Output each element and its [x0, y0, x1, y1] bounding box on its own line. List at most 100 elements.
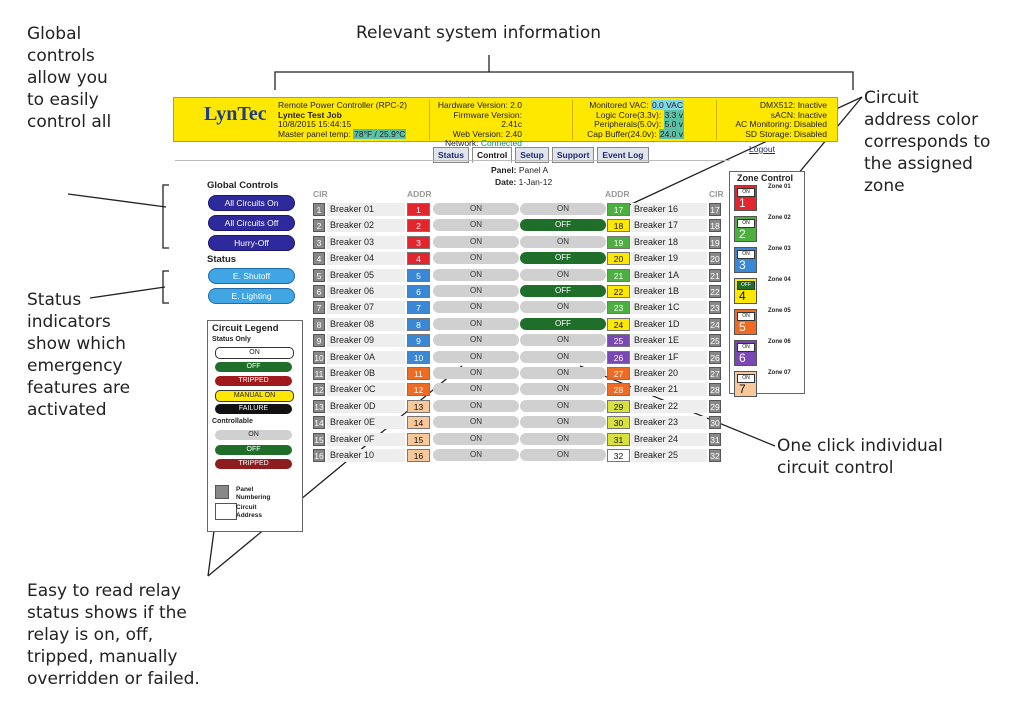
relay-toggle-right[interactable]: ON	[520, 301, 606, 314]
relay-toggle-right[interactable]: ON	[520, 416, 606, 429]
breaker-name-left: Breaker 05	[327, 268, 405, 282]
zone-state-badge: ON	[737, 343, 755, 352]
zone-state-badge: ON	[737, 219, 755, 228]
cir-number-right: 21	[709, 268, 721, 282]
relay-toggle-right[interactable]: ON	[520, 203, 606, 215]
breaker-name-right: Breaker 22	[631, 399, 707, 413]
header-addr-left: ADDR	[407, 189, 432, 199]
cir-number-right: 17	[709, 203, 721, 216]
all-circuits-on-button[interactable]: All Circuits On	[208, 195, 295, 211]
breaker-name-left: Breaker 09	[327, 334, 405, 348]
relay-toggle-right[interactable]: OFF	[520, 219, 606, 232]
circuit-address-right: 26	[607, 350, 630, 364]
relay-toggle-right[interactable]: ON	[520, 383, 606, 396]
cir-number-right: 31	[709, 432, 721, 446]
relay-toggle-right[interactable]: ON	[520, 399, 606, 412]
circuit-address-left: 12	[407, 383, 430, 397]
relay-toggle-right[interactable]: ON	[520, 350, 606, 363]
breaker-name-left: Breaker 06	[327, 285, 405, 298]
cir-number-left: 4	[313, 252, 325, 266]
relay-toggle-right[interactable]: ON	[520, 235, 606, 248]
circuit-address-right: 31	[607, 432, 630, 446]
zone-state-badge: ON	[737, 374, 755, 383]
circuit-address-left: 4	[407, 252, 430, 266]
breaker-name-left: Breaker 0D	[327, 399, 405, 413]
circuit-address-left: 15	[407, 432, 430, 446]
cir-number-left: 5	[313, 268, 325, 282]
relay-toggle-right[interactable]: ON	[520, 334, 606, 347]
relay-toggle-left[interactable]: ON	[433, 367, 519, 379]
zone-label: Zone 04	[768, 277, 791, 283]
relay-toggle-left[interactable]: ON	[433, 285, 519, 297]
tab-support[interactable]: Support	[551, 147, 595, 163]
zone-label: Zone 05	[768, 308, 791, 314]
relay-toggle-right[interactable]: ON	[520, 268, 606, 281]
circuit-address-right: 23	[607, 301, 630, 315]
datetime: 10/8/2015 15:44:15	[278, 119, 352, 129]
legend-ctrl-tripped: TRIPPED	[215, 459, 292, 469]
web-version: Web Version: 2.40	[452, 128, 522, 139]
breaker-name-left: Breaker 0E	[327, 416, 405, 430]
relay-toggle-right[interactable]: ON	[520, 367, 606, 379]
cir-number-left: 1	[313, 203, 325, 216]
breaker-name-right: Breaker 17	[631, 219, 707, 233]
relay-toggle-right[interactable]: ON	[520, 432, 606, 445]
circuit-address-right: 19	[607, 235, 630, 249]
tab-setup[interactable]: Setup	[515, 147, 549, 163]
tab-event-log[interactable]: Event Log	[597, 147, 649, 163]
breaker-name-right: Breaker 24	[631, 432, 707, 446]
legend-title: Circuit Legend	[212, 323, 279, 334]
relay-toggle-right[interactable]: ON	[520, 449, 606, 461]
relay-toggle-left[interactable]: ON	[433, 416, 519, 429]
relay-toggle-left[interactable]: ON	[433, 301, 519, 314]
relay-toggle-left[interactable]: ON	[433, 235, 519, 248]
relay-toggle-right[interactable]: OFF	[520, 285, 606, 297]
relay-toggle-left[interactable]: ON	[433, 350, 519, 363]
relay-toggle-right[interactable]: OFF	[520, 317, 606, 330]
circuit-address-right: 21	[607, 268, 630, 282]
breaker-name-right: Breaker 1E	[631, 334, 707, 348]
relay-toggle-left[interactable]: ON	[433, 317, 519, 330]
tab-status[interactable]: Status	[433, 147, 469, 163]
breaker-name-left: Breaker 10	[327, 449, 405, 462]
relay-toggle-left[interactable]: ON	[433, 334, 519, 347]
breaker-name-right: Breaker 21	[631, 383, 707, 397]
legend-circuit-address: Circuit Address	[236, 504, 263, 519]
tab-control[interactable]: Control	[471, 147, 513, 163]
cir-number-right: 28	[709, 383, 721, 397]
relay-toggle-left[interactable]: ON	[433, 449, 519, 461]
cir-number-right: 27	[709, 367, 721, 380]
legend-ctrl-on: ON	[215, 430, 292, 440]
cir-number-left: 9	[313, 334, 325, 348]
all-circuits-off-button[interactable]: All Circuits Off	[208, 215, 295, 231]
relay-toggle-left[interactable]: ON	[433, 203, 519, 215]
hurry-off-button[interactable]: Hurry-Off	[208, 235, 295, 251]
relay-toggle-left[interactable]: ON	[433, 268, 519, 281]
breaker-name-left: Breaker 0C	[327, 383, 405, 397]
relay-toggle-right[interactable]: OFF	[520, 252, 606, 265]
relay-toggle-left[interactable]: ON	[433, 252, 519, 265]
circuit-address-left: 9	[407, 334, 430, 348]
legend-status-only: Status Only	[212, 336, 251, 343]
relay-toggle-left[interactable]: ON	[433, 432, 519, 445]
relay-toggle-left[interactable]: ON	[433, 399, 519, 412]
relay-toggle-left[interactable]: ON	[433, 383, 519, 396]
relay-toggle-left[interactable]: ON	[433, 219, 519, 232]
zone-number: 3	[739, 258, 746, 272]
circuit-address-right: 29	[607, 399, 630, 413]
logout-link[interactable]: Logout	[749, 144, 775, 154]
cir-number-right: 20	[709, 252, 721, 266]
breaker-name-right: Breaker 1C	[631, 301, 707, 315]
legend-panel-numbering: Panel Numbering	[236, 486, 271, 501]
